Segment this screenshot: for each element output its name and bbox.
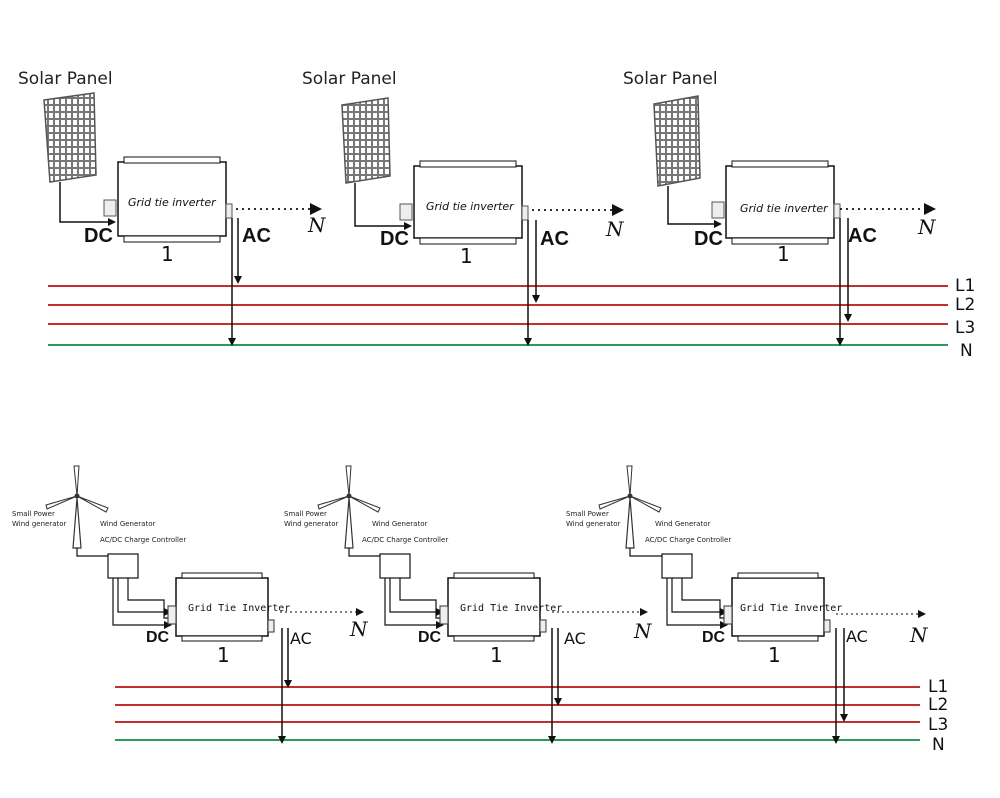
wind-turbine-icon (45, 465, 109, 549)
bus-label-l1: L1 (955, 276, 975, 296)
solar-panel-label: Solar Panel (623, 69, 718, 89)
solar-unit-3: Solar Panel Grid tie inverter DC AC 1 N (623, 69, 937, 346)
dc-wire (666, 578, 728, 629)
controller-label: AC/DC Charge Controller (100, 536, 186, 544)
dc-label: DC (84, 225, 113, 247)
dc-wire (127, 578, 168, 619)
dc-wire (681, 578, 724, 619)
charge-controller-box (379, 553, 411, 579)
wind-turbine-icon (598, 465, 662, 549)
solar-unit-2: Solar Panel Grid tie inverter DC AC 1 N (302, 69, 625, 346)
n-label: N (909, 623, 929, 647)
bus-label-l2: L2 (955, 295, 975, 315)
ac-label: AC (564, 629, 586, 648)
wind-unit-1: Small Power Wind generator Wind Generato… (12, 465, 369, 744)
turbine-wire (76, 548, 108, 557)
wind-unit-2: Small Power Wind generator Wind Generato… (284, 465, 653, 744)
n-label: N (917, 215, 937, 239)
ac-label: AC (846, 627, 868, 646)
ac-label: AC (848, 225, 877, 247)
controller-label: Wind Generator (100, 520, 155, 528)
ac-label: AC (540, 228, 569, 250)
bus-label-l1: L1 (928, 677, 948, 697)
inverter-box (439, 572, 547, 642)
wind-label: Wind generator (566, 520, 621, 528)
n-label: N (349, 617, 369, 641)
solar-panel-icon (653, 95, 701, 187)
controller-label: AC/DC Charge Controller (362, 536, 448, 544)
solar-section: L1 L2 L3 N Solar Panel Grid tie inverter… (18, 69, 975, 361)
dc-wire (399, 578, 440, 619)
dc-label: DC (694, 228, 723, 250)
charge-controller-box (661, 553, 693, 579)
dc-wire (671, 578, 728, 616)
ac-label: AC (290, 629, 312, 648)
unit-number: 1 (460, 244, 473, 268)
unit-number: 1 (777, 242, 790, 266)
dc-label: DC (380, 228, 409, 250)
turbine-wire (348, 548, 380, 557)
dc-wire (384, 578, 444, 629)
inverter-label: Grid tie inverter (426, 200, 515, 213)
unit-number: 1 (217, 643, 230, 667)
wind-label: Small Power (566, 510, 609, 518)
n-label: N (307, 213, 327, 237)
dc-wire (354, 183, 412, 230)
dc-wire (59, 182, 116, 226)
inverter-box (167, 572, 275, 642)
solar-panel-label: Solar Panel (302, 69, 397, 89)
inverter-box (711, 160, 841, 245)
inverter-label: Grid tie inverter (128, 196, 217, 209)
wind-unit-3: Small Power Wind generator Wind Generato… (566, 465, 929, 744)
solar-unit-1: Solar Panel Grid tie inverter DC AC 1 N (18, 69, 327, 346)
dc-label: DC (146, 629, 170, 646)
controller-label: Wind Generator (655, 520, 710, 528)
inverter-label: Grid Tie Inverter (460, 603, 562, 614)
charge-controller-box (107, 553, 139, 579)
bus-label-l3: L3 (928, 715, 948, 735)
wind-label: Small Power (12, 510, 55, 518)
bus-label-l2: L2 (928, 695, 948, 715)
solar-panel-icon (341, 97, 391, 184)
wind-label: Wind generator (284, 520, 339, 528)
dc-wire (112, 578, 172, 629)
inverter-box (103, 156, 233, 243)
controller-label: AC/DC Charge Controller (645, 536, 731, 544)
wind-turbine-icon (317, 465, 381, 549)
bus-label-n: N (932, 735, 945, 755)
wind-label: Small Power (284, 510, 327, 518)
inverter-label: Grid Tie Inverter (740, 603, 842, 614)
turbine-wire (629, 548, 662, 557)
inverter-box (399, 160, 529, 245)
controller-label: Wind Generator (372, 520, 427, 528)
unit-number: 1 (768, 643, 781, 667)
wind-section: L1 L2 L3 N Small Power Wind generator Wi… (12, 465, 948, 755)
solar-panel-icon (43, 92, 97, 183)
n-label: N (633, 619, 653, 643)
inverter-label: Grid Tie Inverter (188, 603, 290, 614)
wind-label: Wind generator (12, 520, 67, 528)
solar-panel-label: Solar Panel (18, 69, 113, 89)
dc-wire (117, 578, 172, 616)
ac-label: AC (242, 225, 271, 247)
dc-label: DC (418, 629, 442, 646)
dc-wire (667, 186, 722, 228)
unit-number: 1 (490, 643, 503, 667)
inverter-label: Grid tie inverter (740, 202, 829, 215)
dc-label: DC (702, 629, 726, 646)
bus-label-l3: L3 (955, 318, 975, 338)
dc-wire (389, 578, 444, 616)
unit-number: 1 (161, 242, 174, 266)
bus-label-n: N (960, 341, 973, 361)
n-label: N (605, 217, 625, 241)
inverter-box (723, 572, 831, 642)
